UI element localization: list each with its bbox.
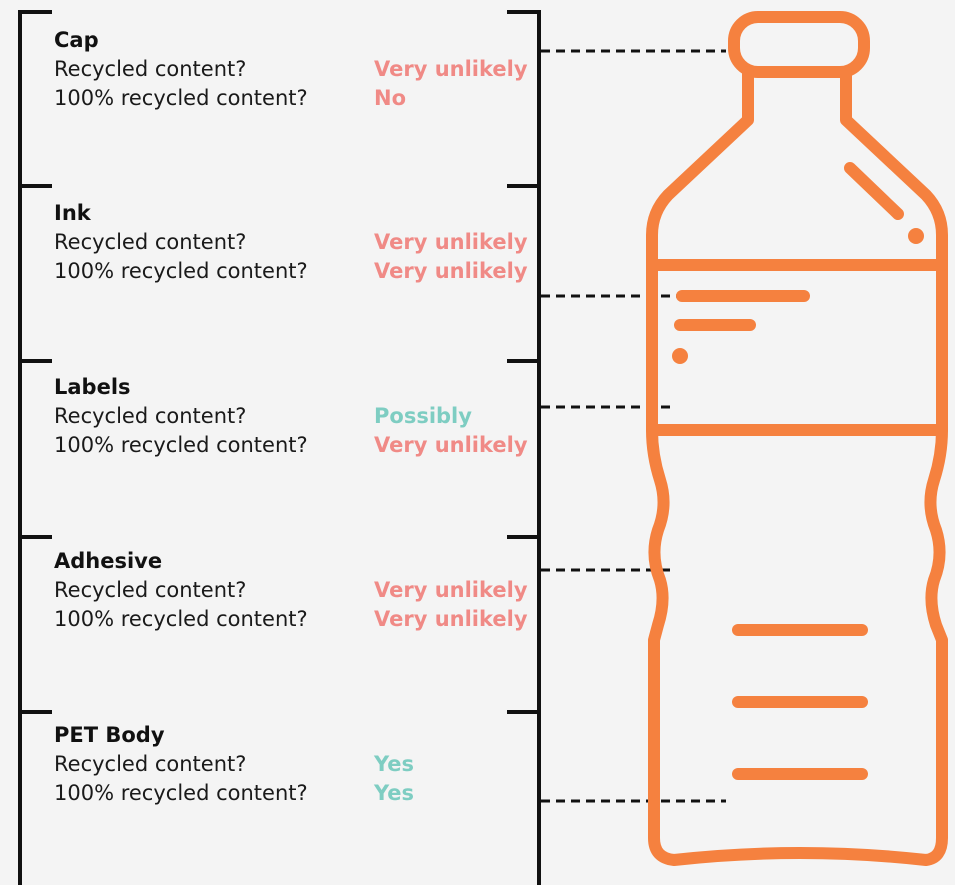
- question-label: 100% recycled content?: [54, 86, 308, 110]
- question-label: Recycled content?: [54, 57, 247, 81]
- answer-label: Yes: [374, 752, 415, 776]
- bottle-icon: [646, 11, 948, 866]
- section-cap: Cap Recycled content? Very unlikely 100%…: [54, 26, 534, 113]
- list-item: Recycled content? Very unlikely: [54, 55, 534, 84]
- list-item: 100% recycled content? Very unlikely: [54, 257, 534, 286]
- question-label: 100% recycled content?: [54, 781, 308, 805]
- section-ink: Ink Recycled content? Very unlikely 100%…: [54, 199, 534, 286]
- ink-dot: [672, 348, 688, 364]
- list-item: 100% recycled content? No: [54, 84, 534, 113]
- question-label: 100% recycled content?: [54, 433, 308, 457]
- list-item: Recycled content? Very unlikely: [54, 576, 534, 605]
- answer-label: Very unlikely: [374, 57, 528, 81]
- list-item: 100% recycled content? Very unlikely: [54, 431, 534, 460]
- list-item: Recycled content? Possibly: [54, 402, 534, 431]
- question-label: Recycled content?: [54, 230, 247, 254]
- section-pet-body: PET Body Recycled content? Yes 100% recy…: [54, 721, 534, 808]
- list-item: Recycled content? Very unlikely: [54, 228, 534, 257]
- bottle-body-outline: [646, 66, 948, 866]
- question-label: Recycled content?: [54, 752, 247, 776]
- answer-label: Very unlikely: [374, 259, 528, 283]
- answer-label: Very unlikely: [374, 578, 528, 602]
- list-item: 100% recycled content? Yes: [54, 779, 534, 808]
- bottle-highlight: [844, 162, 904, 220]
- section-title: Ink: [54, 201, 91, 225]
- section-title: Adhesive: [54, 549, 163, 573]
- bottle-cap-icon: [728, 11, 870, 78]
- section-title: Labels: [54, 375, 131, 399]
- question-label: 100% recycled content?: [54, 259, 308, 283]
- question-label: Recycled content?: [54, 578, 247, 602]
- answer-label: Possibly: [374, 404, 472, 428]
- answer-label: Very unlikely: [374, 433, 528, 457]
- question-label: 100% recycled content?: [54, 607, 308, 631]
- section-title: PET Body: [54, 723, 165, 747]
- section-labels: Labels Recycled content? Possibly 100% r…: [54, 373, 534, 460]
- answer-label: Very unlikely: [374, 607, 528, 631]
- section-title: Cap: [54, 28, 99, 52]
- bottle-highlight-dot: [908, 228, 924, 244]
- list-item: Recycled content? Yes: [54, 750, 534, 779]
- question-label: Recycled content?: [54, 404, 247, 428]
- answer-label: Yes: [374, 781, 415, 805]
- answer-label: No: [374, 86, 407, 110]
- list-item: 100% recycled content? Very unlikely: [54, 605, 534, 634]
- section-adhesive: Adhesive Recycled content? Very unlikely…: [54, 547, 534, 634]
- answer-label: Very unlikely: [374, 230, 528, 254]
